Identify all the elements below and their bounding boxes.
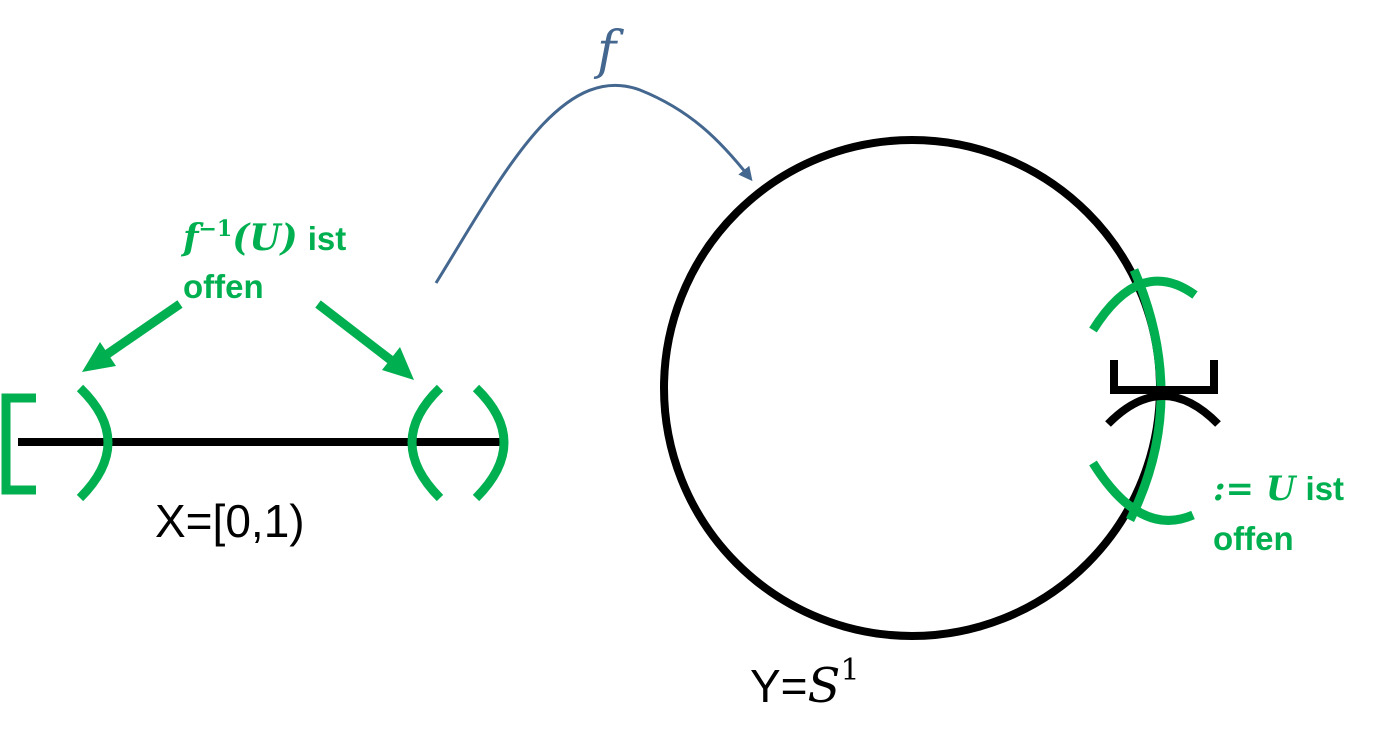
codomain-prefix: Y= xyxy=(750,660,808,712)
glue-point-arc xyxy=(1105,392,1221,427)
open-paren-left-neighborhood xyxy=(76,384,113,502)
glue-point-bracket xyxy=(1110,360,1218,394)
open-set-suffix: ist xyxy=(1306,470,1345,507)
open-set-label-line2: offen xyxy=(1213,520,1294,557)
open-paren-right-neighborhood-right xyxy=(472,384,509,502)
preimage-label-line1: f−1(U)ist xyxy=(180,216,346,259)
function-label: f xyxy=(593,21,624,81)
open-set-math: := U xyxy=(1213,469,1298,509)
codomain-math-exponent: 1 xyxy=(840,653,859,688)
open-set-arc-bottom xyxy=(1089,460,1195,525)
codomain-label: Y=S1 xyxy=(750,653,860,714)
preimage-math-exponent: −1 xyxy=(199,216,233,242)
preimage-label-line2: offen xyxy=(183,268,264,305)
codomain-math-S: S xyxy=(808,658,841,714)
preimage-arrow-right xyxy=(315,300,414,380)
circle-s1 xyxy=(660,136,1164,640)
closed-bracket-left xyxy=(1,393,36,495)
open-paren-right-neighborhood-left xyxy=(407,384,444,502)
domain-label: X=[0,1) xyxy=(155,495,305,547)
preimage-arrow-left xyxy=(82,300,183,372)
function-arrow xyxy=(434,83,753,284)
preimage-math-arg: (U) xyxy=(232,217,297,259)
preimage-suffix: ist xyxy=(308,220,347,257)
